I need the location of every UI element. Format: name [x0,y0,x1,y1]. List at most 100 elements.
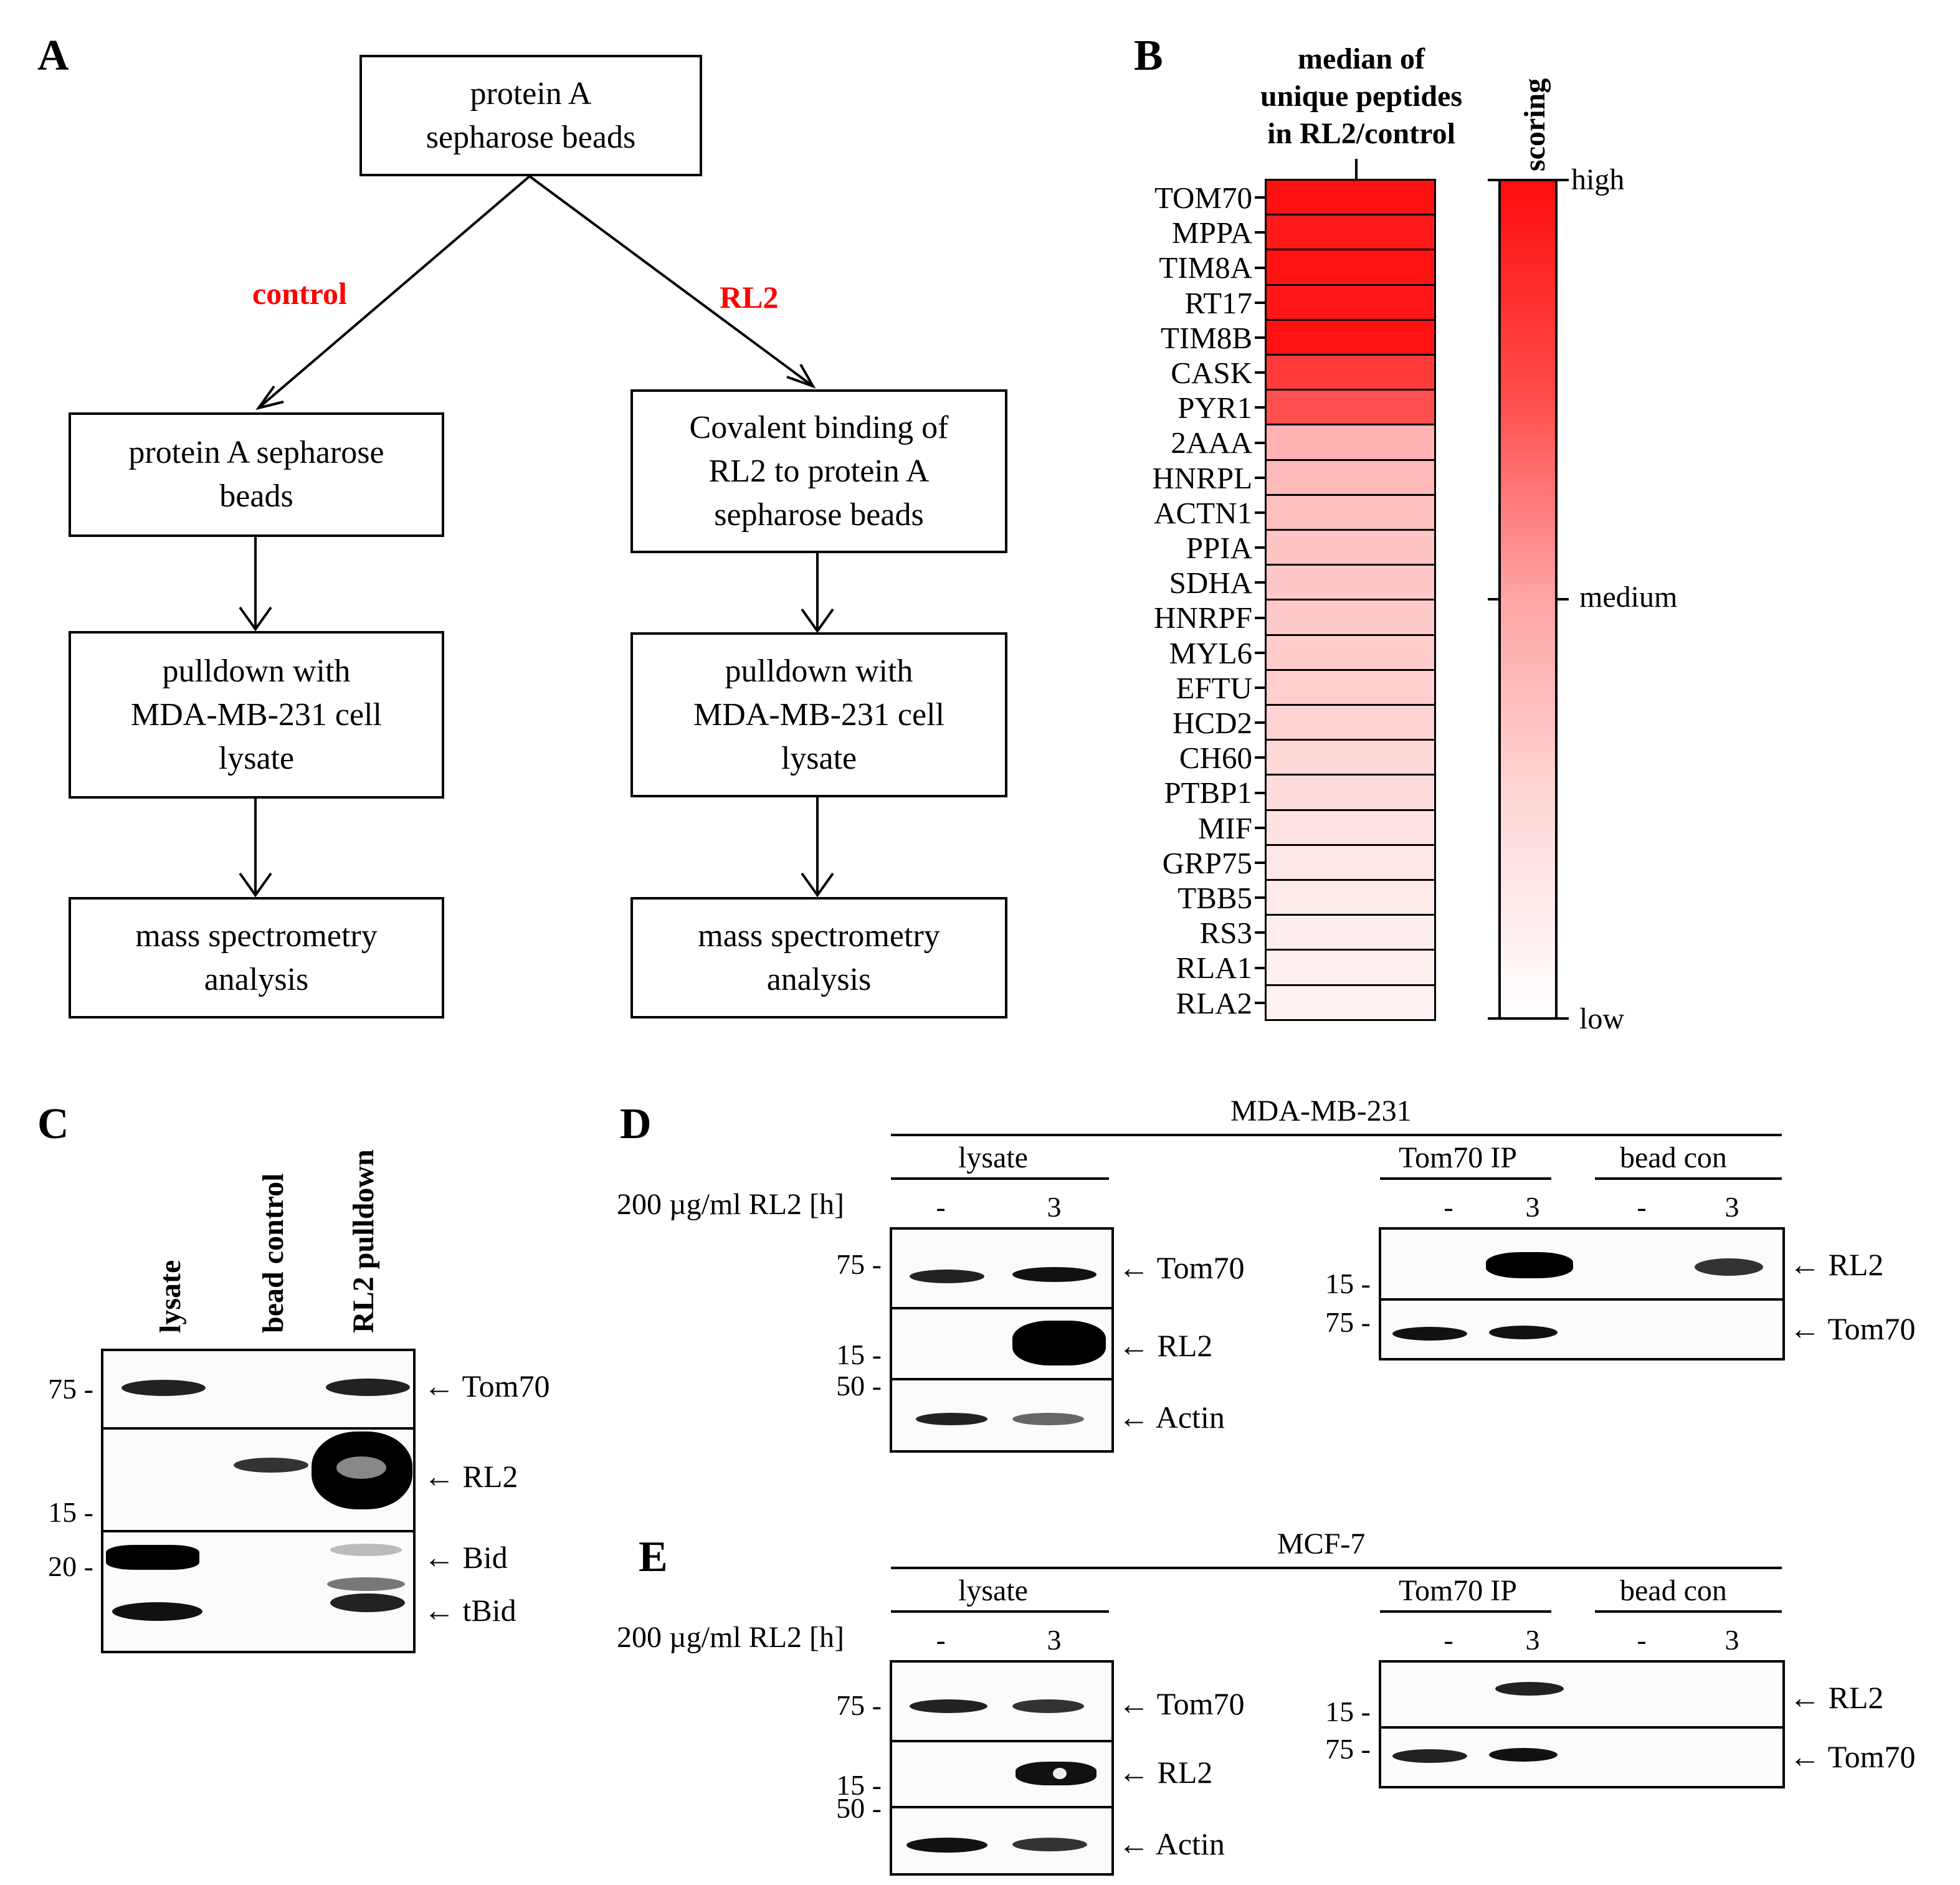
band [916,1413,987,1425]
band [327,1577,405,1591]
heatmap-row-tick [1255,861,1265,864]
mw-marker: 15 - [836,1769,882,1801]
group-lysate-d: lysate [958,1141,1028,1174]
heatmap-row-tick [1255,231,1265,234]
rule [891,1610,1109,1613]
lane: 3 [1725,1624,1739,1656]
target-label: ← Tom70 [424,1369,550,1403]
heatmap-row-label: PYR1 [1177,391,1252,425]
band [1392,1327,1467,1341]
heatmap-row-tick [1255,406,1265,409]
heatmap-cell [1265,214,1436,251]
heatmap-row-label: HNRPF [1154,601,1252,635]
lane: - [1444,1191,1453,1223]
band [1489,1326,1558,1339]
lane: - [1444,1624,1453,1656]
heatmap-row-label: RLA2 [1176,985,1253,1020]
scale-label-medium: medium [1579,581,1678,614]
mw-marker: 75 - [1325,1306,1371,1338]
heatmap-row-label: MPPA [1172,216,1252,250]
heatmap-row-tick [1255,196,1265,199]
target-label: ← RL2 [1789,1247,1884,1282]
heatmap-row-tick [1255,721,1265,724]
lane-label-bead-control: bead control [257,1173,290,1333]
heatmap-cell [1265,354,1436,391]
heatmap-row-tick [1255,476,1265,479]
rule [1595,1610,1782,1613]
heatmap-row-tick [1255,826,1265,829]
scale-tick-low [1488,1017,1569,1020]
target-label: ← tBid [424,1593,516,1628]
heatmap-row-label: TOM70 [1154,181,1252,215]
lane: - [1637,1191,1647,1223]
heatmap-row-tick [1255,931,1265,934]
heatmap-cell [1265,914,1436,951]
lane-label-lysate: lysate [154,1260,187,1333]
rule [891,1177,1109,1180]
band [906,1838,987,1853]
heatmap-row-label: SDHA [1169,566,1252,601]
heatmap-cell [1265,318,1436,356]
heatmap-row-label: TIM8B [1161,320,1252,355]
heatmap-row-label: HNRPL [1152,460,1252,495]
blot-e-ip-rl2 [1379,1660,1785,1729]
rule [891,1134,1782,1136]
target-label: ← Bid [424,1540,508,1575]
target-label: ← RL2 [1789,1680,1884,1715]
heatmap-row-tick [1255,371,1265,374]
rule [891,1567,1782,1569]
heatmap-cell [1265,493,1436,531]
mw-marker: 75 - [836,1248,882,1280]
scale-tick-medium-r [1558,598,1569,601]
heatmap-row-tick [1255,581,1265,584]
mw-marker: 15 - [1325,1268,1371,1299]
panel-label-a: A [37,32,69,80]
band [1012,1699,1084,1713]
band [1489,1748,1558,1762]
heatmap-cell [1265,984,1436,1021]
band [1053,1768,1067,1779]
target-label: ← Actin [1118,1826,1225,1861]
heatmap-cell [1265,599,1436,636]
heatmap-row-label: PTBP1 [1164,776,1252,810]
heatmap-row-tick [1255,756,1265,759]
cell-line-e: MCF-7 [1277,1527,1366,1560]
lane: 3 [1525,1624,1540,1656]
heatmap-cell [1265,774,1436,811]
heatmap-cell [1265,424,1436,461]
group-beadcon-e: bead con [1620,1574,1727,1607]
heatmap-cell [1265,389,1436,426]
heatmap-row-tick [1255,546,1265,549]
heatmap-row-label: TIM8A [1159,250,1252,285]
lane: 3 [1525,1191,1540,1223]
heatmap-cell [1265,179,1436,216]
heatmap-row-label: MIF [1197,810,1252,845]
heatmap-row-tick [1255,1001,1265,1004]
band [330,1544,402,1556]
band [1486,1252,1573,1278]
heatmap-row-tick [1255,301,1265,304]
band [1695,1258,1763,1276]
group-lysate-e: lysate [958,1574,1028,1607]
band [910,1270,984,1283]
heatmap-row-label: 2AAA [1171,425,1252,460]
treatment-d: 200 µg/ml RL2 [h] [617,1188,844,1221]
heatmap-row-tick [1255,511,1265,514]
mw-marker: 75 - [48,1373,93,1405]
heatmap-row-label: EFTU [1176,670,1253,705]
panel-label-e: E [639,1533,668,1581]
mw-marker: 50 - [836,1792,882,1824]
heatmap-row-label: RLA1 [1176,951,1253,985]
heatmap-row-label: RT17 [1184,285,1252,320]
target-label: ← Tom70 [1118,1250,1245,1285]
target-label: ← RL2 [424,1459,518,1494]
band [1012,1321,1106,1365]
band [234,1458,308,1473]
heatmap-row-label: MYL6 [1169,635,1252,670]
heatmap-cell [1265,634,1436,671]
band [112,1602,202,1621]
scoring-label: scoring [1518,78,1551,171]
